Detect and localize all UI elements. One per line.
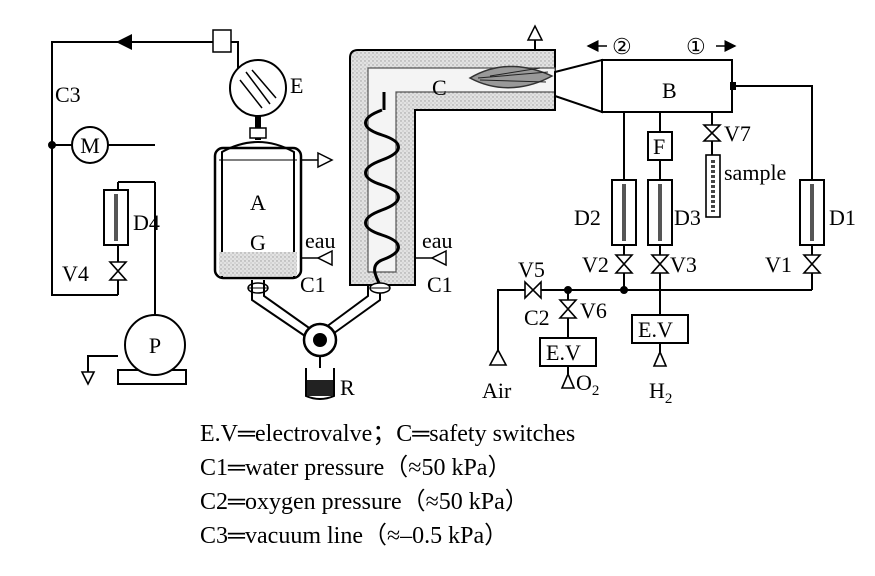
- label-D2: D2: [574, 205, 601, 230]
- legend-line-1: E.V═electrovalve；C═safety switches: [200, 421, 576, 447]
- legend-line-4: C3═vacuum line（≈–0.5 kPa）: [200, 523, 509, 549]
- vacuum-line: [48, 34, 222, 372]
- label-C2: C2: [524, 305, 550, 330]
- label-EV-right: E.V: [638, 317, 673, 342]
- pump-p: P: [80, 314, 187, 386]
- label-eau-left: eau: [305, 228, 336, 253]
- label-H2: H2: [649, 378, 672, 407]
- label-D4: D4: [133, 210, 160, 235]
- label-V5: V5: [518, 257, 545, 282]
- air-manifold: [497, 286, 812, 350]
- flowmeter-d2: D2: [574, 179, 637, 246]
- label-V3: V3: [670, 252, 697, 277]
- label-M: M: [80, 133, 100, 158]
- sample-line: V7 sample: [702, 112, 786, 218]
- label-C1-right: C1: [427, 272, 453, 297]
- valve-v2: V2: [582, 252, 634, 277]
- label-V6: V6: [580, 298, 607, 323]
- valve-v3: V3: [650, 252, 697, 277]
- label-R: R: [340, 375, 355, 400]
- label-G: G: [250, 230, 266, 255]
- label-V4: V4: [62, 261, 89, 286]
- label-Air: Air: [482, 378, 512, 403]
- valve-v5: V5: [518, 257, 545, 300]
- label-V1: V1: [765, 252, 792, 277]
- label-eau-right: eau: [422, 228, 453, 253]
- valve-v1: V1: [765, 252, 822, 277]
- collector-r: R: [302, 322, 355, 400]
- chamber-c: C eau C1: [349, 24, 556, 297]
- label-D3: D3: [674, 205, 701, 230]
- flowmeter-d1: D1: [799, 179, 856, 246]
- label-C3: C3: [55, 82, 81, 107]
- valve-v6: V6 C2: [524, 298, 607, 330]
- label-port1: ①: [686, 34, 706, 59]
- label-EV-left: E.V: [546, 340, 581, 365]
- label-F: F: [653, 134, 665, 159]
- label-C: C: [432, 75, 447, 100]
- flowmeter-d4: D4: [103, 189, 160, 246]
- reactor-a: A G eau C1: [213, 141, 336, 297]
- filter-f: F: [647, 131, 673, 161]
- motor-m: M: [71, 126, 109, 164]
- air-inlet: Air: [482, 348, 512, 403]
- label-port2: ②: [612, 34, 632, 59]
- label-A: A: [250, 190, 266, 215]
- d1-line: [736, 85, 813, 290]
- label-V7: V7: [724, 121, 751, 146]
- flowmeter-d3: D3: [647, 179, 701, 246]
- electrovalve-left: E.V O2: [539, 337, 599, 399]
- legend-line-3: C2═oxygen pressure（≈50 kPa）: [200, 489, 529, 515]
- label-E: E: [290, 73, 303, 98]
- label-V2: V2: [582, 252, 609, 277]
- electrovalve-right: E.V H2: [631, 314, 689, 407]
- burner-b: B ② ①: [554, 34, 737, 114]
- legend-line-2: C1═water pressure（≈50 kPa）: [200, 455, 512, 481]
- valve-v4: V4: [62, 261, 128, 286]
- label-sample: sample: [724, 160, 786, 185]
- label-C1-left: C1: [300, 272, 326, 297]
- label-O2: O2: [576, 370, 599, 399]
- label-D1: D1: [829, 205, 856, 230]
- condenser-e: E: [212, 29, 303, 140]
- label-P: P: [149, 333, 161, 358]
- label-B: B: [662, 78, 677, 103]
